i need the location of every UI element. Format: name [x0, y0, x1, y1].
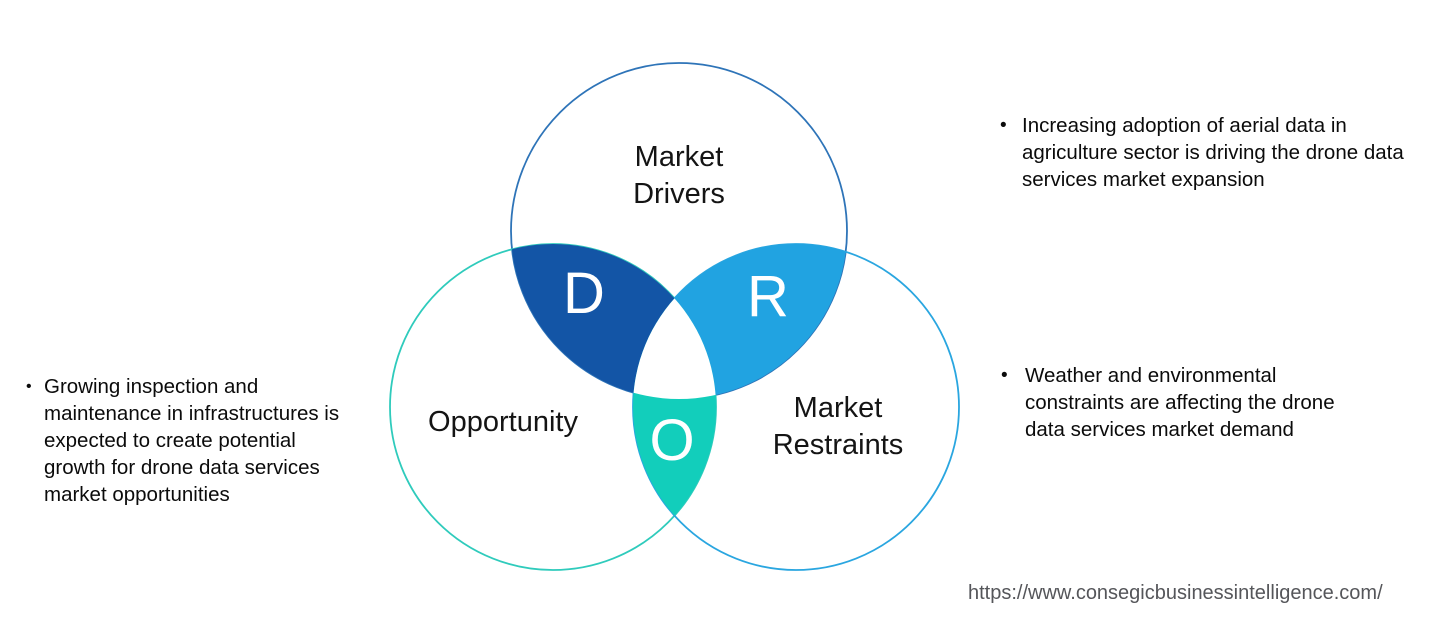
restraints-annotation: • Weather and environmental constraints … — [1001, 362, 1375, 443]
drivers-lens-letter: D — [563, 261, 605, 326]
restraints-lens-letter: R — [747, 264, 789, 329]
opportunity-lens-letter: O — [649, 408, 695, 473]
opportunity-circle-label: Opportunity — [428, 406, 578, 438]
bullet-icon: • — [1001, 365, 1008, 386]
opportunity-annotation: • Growing inspection and maintenance in … — [26, 373, 356, 508]
restraints-circle-label: Market Restraints — [772, 392, 904, 461]
drivers-annotation: • Increasing adoption of aerial data in … — [1000, 112, 1422, 193]
bullet-icon: • — [1000, 115, 1007, 136]
drivers-opportunity-lens — [511, 244, 716, 399]
opportunity-annotation-text: Growing inspection and maintenance in in… — [44, 375, 340, 506]
drivers-restraints-lens — [633, 244, 847, 399]
bullet-icon: • — [26, 378, 32, 395]
drivers-annotation-text: Increasing adoption of aerial data in ag… — [1022, 114, 1404, 191]
restraints-annotation-text: Weather and environmental constraints ar… — [1025, 364, 1335, 441]
drivers-circle-label: Market Drivers — [633, 141, 725, 210]
source-url: https://www.consegicbusinessintelligence… — [968, 582, 1383, 604]
